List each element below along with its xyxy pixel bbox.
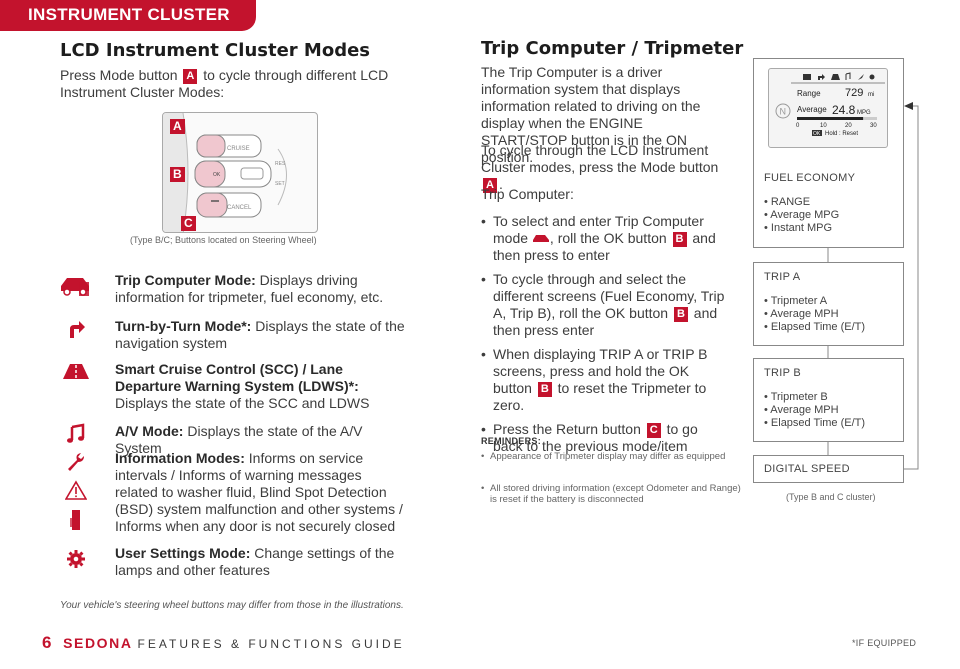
trip-b-box: TRIP B • Tripmeter B • Average MPH • Ela… [753,358,904,442]
trip-a-item: • Elapsed Time (E/T) [764,321,866,333]
key-badge-a-2: A [483,178,497,193]
lcd-ok: OK [813,131,821,137]
bullet-item: To cycle through and select the differen… [481,271,731,339]
mode-turn-by-turn: Turn-by-Turn Mode*: Displays the state o… [55,318,407,354]
trip-a-title: TRIP A [764,271,801,283]
lcd-tick: 30 [870,123,877,129]
key-badge-a: A [183,69,198,84]
key-badge-c: C [646,423,661,438]
warning-icon [65,480,87,500]
lane-icon [55,361,97,381]
lcd-avg-label: Average [797,105,827,114]
door-open-icon [70,510,80,530]
reminders-title: REMINDERS: [481,436,542,446]
lcd-display: Range 729 mi N Average 24.8 MPG 0 10 20 … [768,68,888,148]
mode-trip-computer: Trip Computer Mode: Displays driving inf… [55,272,407,312]
lcd-tick: 20 [845,123,852,129]
middle-paragraph-3: Trip Computer: [481,186,574,202]
turn-arrow-icon [55,318,97,340]
trip-b-item: • Average MPH [764,404,839,416]
trip-b-title: TRIP B [764,367,802,379]
fuel-item: • Instant MPG [764,222,833,234]
digital-speed-box: DIGITAL SPEED [753,455,904,483]
footer-brand: 6 SEDONA FEATURES & FUNCTIONS GUIDE [42,633,405,653]
fuel-item: • Average MPG [764,209,840,221]
lcd-hold-reset: Hold : Reset [825,131,858,137]
mode-scc-ldws: Smart Cruise Control (SCC) / Lane Depart… [55,361,407,413]
lcd-range-label: Range [797,89,821,98]
lcd-n-label: N [780,107,787,117]
reminder-item: •All stored driving information (except … [481,483,741,505]
lcd-tick: 10 [820,123,827,129]
set-label: SET [275,181,285,187]
if-equipped-note: *IF EQUIPPED [852,638,917,648]
lcd-tick: 0 [796,123,800,129]
res-label: RES [275,161,286,167]
cluster-caption: (Type B and C cluster) [786,492,876,502]
wheel-label-c: C [181,216,196,231]
middle-paragraph-2: To cycle through the LCD Instrument Clus… [481,142,719,193]
mode-av: A/V Mode: Displays the state of the A/V … [55,423,407,456]
trip-b-item: • Elapsed Time (E/T) [764,417,866,429]
mode-user-settings: User Settings Mode: Change settings of t… [55,545,407,581]
trip-a-box: TRIP A • Tripmeter A • Average MPH • Ela… [753,262,904,346]
steering-wheel-svg: CRUISE CANCEL RES SET OK [163,113,287,232]
wheel-label-b: B [170,167,185,182]
middle-paragraph-1: The Trip Computer is a driver informatio… [481,64,701,165]
cancel-label: CANCEL [227,205,252,211]
middle-title: Trip Computer / Tripmeter [481,38,744,59]
arrow-left-icon [904,102,913,110]
trip-b-item: • Tripmeter B [764,391,828,403]
fuel-economy-title: FUEL ECONOMY [764,172,856,184]
section-tab: INSTRUMENT CLUSTER [0,0,256,31]
steering-wheel-illustration: CRUISE CANCEL RES SET OK [162,112,318,233]
mode-information: Information Modes: Informs on service in… [55,450,407,540]
music-note-icon [845,72,851,80]
guide-name: FEATURES & FUNCTIONS GUIDE [137,637,405,651]
left-title: LCD Instrument Cluster Modes [60,40,371,61]
lane-icon [831,74,840,80]
key-badge-b: B [537,382,552,397]
bullet-item: To select and enter Trip Computer mode ,… [481,213,731,264]
ok-label: OK [213,172,221,178]
lcd-range-value: 729 [845,87,863,99]
bullet-item: When displaying TRIP A or TRIP B screens… [481,346,731,414]
cruise-label: CRUISE [227,146,250,152]
middle-bullets: To select and enter Trip Computer mode ,… [481,213,731,462]
key-badge-b: B [672,232,687,247]
turn-arrow-icon [818,74,825,80]
music-note-icon [55,423,97,445]
brand-name: SEDONA [63,635,133,651]
lcd-avg-unit: MPG [857,110,871,116]
lcd-svg: Range 729 mi N Average 24.8 MPG 0 10 20 … [775,72,885,137]
section-tab-label: INSTRUMENT CLUSTER [28,5,230,24]
car-icon [55,272,97,296]
cycle-connector [827,102,919,470]
gear-icon [869,74,875,80]
lcd-avg-bar [797,117,864,120]
page-number: 6 [42,633,54,652]
bullet-item: Press the Return button C to go back to … [481,421,731,455]
gear-icon [55,545,97,569]
trip-a-item: • Average MPH [764,308,839,320]
trip-a-item: • Tripmeter A [764,295,828,307]
wheel-label-a: A [170,119,185,134]
car-icon [532,235,549,242]
reminder-item: •Appearance of Tripmeter display may dif… [481,451,726,462]
wrench-icon [858,74,864,80]
lcd-avg-value: 24.8 [832,103,856,117]
left-intro: Press Mode button A to cycle through dif… [60,67,389,100]
lcd-range-unit: mi [868,92,874,98]
car-icon [803,74,811,80]
wrench-icon [68,453,84,471]
left-footnote: Your vehicle's steering wheel buttons ma… [60,600,404,611]
digital-speed-title: DIGITAL SPEED [764,463,850,475]
fuel-item: • RANGE [764,196,811,208]
key-badge-b: B [673,307,688,322]
wheel-caption: (Type B/C; Buttons located on Steering W… [130,235,317,245]
